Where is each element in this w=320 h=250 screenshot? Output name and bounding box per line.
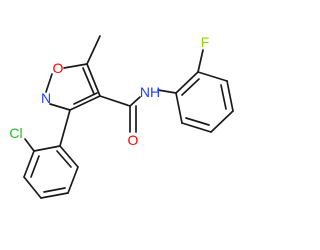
atom-nh: NH xyxy=(140,84,160,100)
bond-cp-6d xyxy=(56,150,72,168)
bonds xyxy=(23,35,234,199)
bond-cp-6 xyxy=(59,145,79,168)
atom-o1: O xyxy=(53,60,64,76)
bond-methyl xyxy=(86,35,101,65)
bond-cp-4 xyxy=(40,192,69,199)
bond-fp-3d xyxy=(220,84,227,110)
atom-labels: O N NH O F Cl xyxy=(9,34,209,148)
atom-f: F xyxy=(201,34,210,50)
bond-n-aryl xyxy=(157,89,177,94)
atom-o-carbonyl: O xyxy=(128,132,139,148)
bond-cam-n xyxy=(129,96,141,107)
bond-fp-2 xyxy=(197,71,228,82)
bond-c4-cam xyxy=(99,95,131,107)
bond-c3-c4-b xyxy=(73,92,98,105)
atom-n2: N xyxy=(41,90,51,106)
bond-c3-aryl xyxy=(59,109,71,147)
bond-c-f xyxy=(197,49,204,73)
bond-n2-c3 xyxy=(49,103,71,111)
molecule-drawing: O N NH O F Cl xyxy=(9,34,234,199)
bond-c4-c5-double xyxy=(82,67,95,95)
bond-cp-4d xyxy=(43,187,66,193)
bond-c3-c4-a xyxy=(69,95,101,111)
bond-cp-1 xyxy=(33,145,61,152)
bond-c-cl xyxy=(24,138,35,152)
bond-fp-3 xyxy=(226,80,234,112)
bond-o1-n2 xyxy=(45,73,53,93)
bond-fp-4 xyxy=(210,110,234,133)
bond-cp-5 xyxy=(67,166,79,194)
bond-fp-5d xyxy=(185,117,210,126)
atom-cl: Cl xyxy=(9,125,22,141)
bond-c4-c5 xyxy=(86,63,101,97)
bond-cp-2d xyxy=(30,155,40,178)
bond-fp-1d xyxy=(181,78,200,96)
bond-cp-2 xyxy=(23,150,35,178)
structure-canvas: O N NH O F Cl xyxy=(9,34,234,199)
bond-fp-5 xyxy=(181,122,212,133)
bond-fp-1 xyxy=(175,71,199,94)
bond-c5-o1 xyxy=(63,63,88,69)
bond-cp-3 xyxy=(23,176,42,199)
bond-fp-6 xyxy=(175,92,183,124)
